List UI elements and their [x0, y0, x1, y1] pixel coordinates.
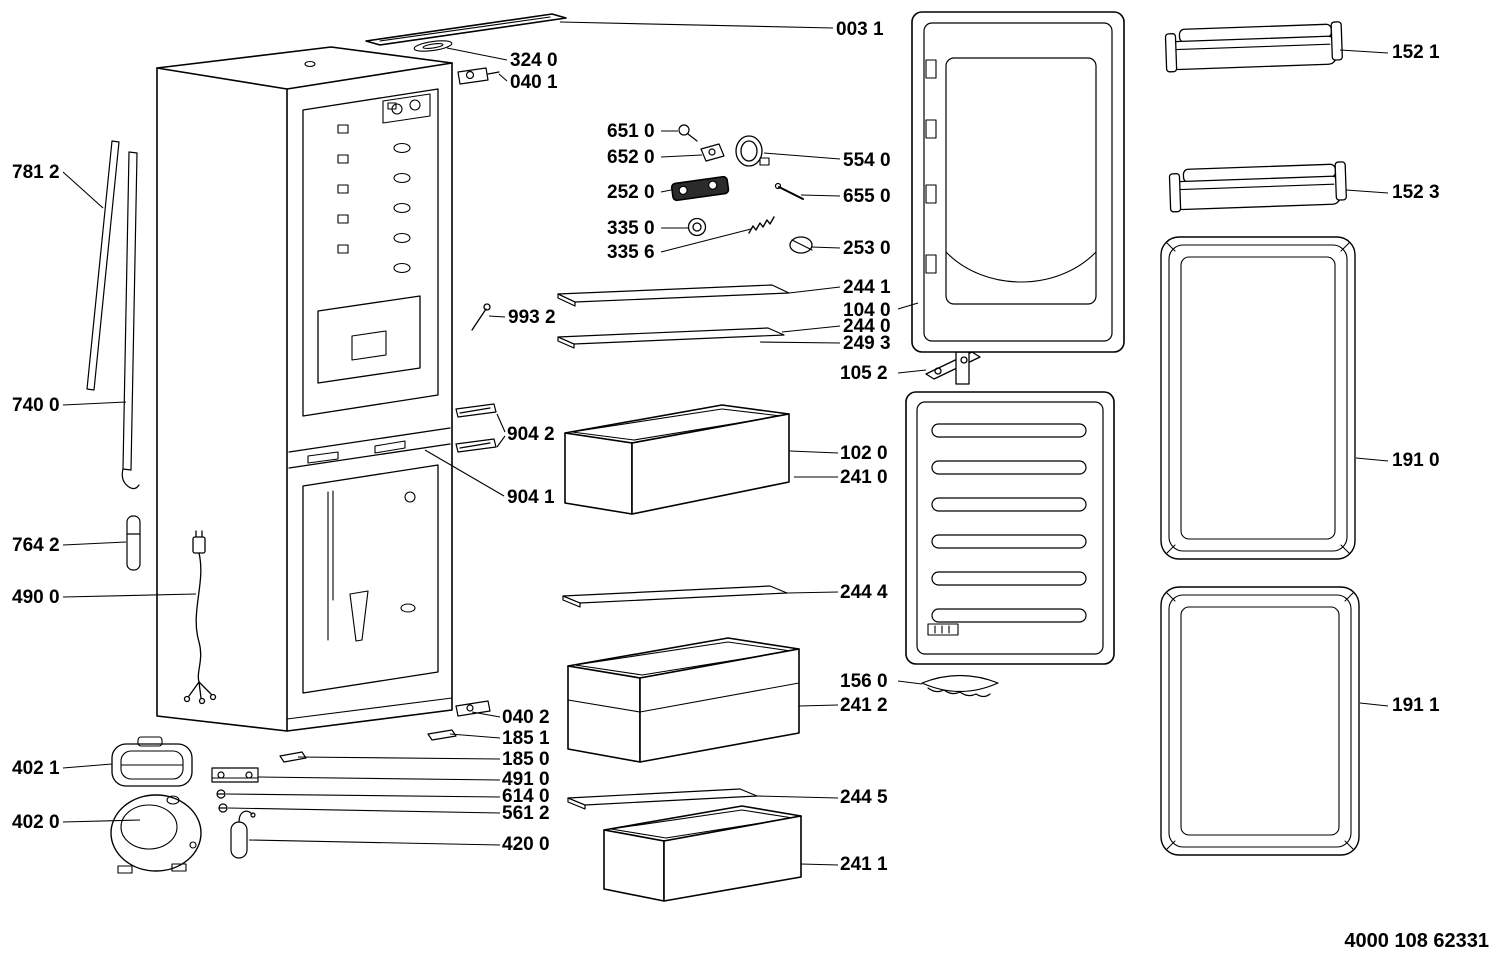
part-label-191-0: 191 0 — [1392, 450, 1440, 471]
part-labels: 003 1 324 0 040 1 651 0 652 0 554 0 252 … — [12, 19, 1440, 875]
part-label-253-0: 253 0 — [843, 238, 891, 259]
rail-bracket-lower-illustration — [455, 438, 497, 453]
part-label-655-0: 655 0 — [843, 186, 891, 207]
glass-shelf-3-illustration — [562, 585, 788, 608]
part-label-040-1: 040 1 — [510, 72, 558, 93]
thermostat-illustration — [670, 175, 730, 202]
part-label-152-1: 152 1 — [1392, 42, 1440, 63]
part-label-105-2: 105 2 — [840, 363, 888, 384]
lamp-bracket-illustration — [700, 143, 725, 162]
condenser-strip-illustration — [121, 151, 140, 490]
document-number: 4000 108 62331 — [1344, 930, 1489, 952]
part-label-651-0: 651 0 — [607, 121, 655, 142]
power-cord-illustration — [183, 530, 217, 705]
capillary-pin-illustration — [774, 182, 804, 200]
screw-1-illustration — [216, 789, 226, 799]
top-trim-illustration — [413, 40, 453, 52]
top-panel-illustration — [365, 13, 567, 46]
part-label-335-6: 335 6 — [607, 242, 655, 263]
screw-2-illustration — [218, 803, 228, 813]
foot-left-illustration — [279, 751, 307, 763]
part-label-244-1: 244 1 — [843, 277, 891, 298]
part-label-904-2: 904 2 — [507, 424, 555, 445]
part-label-614-0: 614 0 — [502, 786, 550, 807]
leader-lines — [62, 21, 1389, 866]
gasket-freezer-illustration — [1160, 586, 1360, 856]
lamp-bulb-illustration — [678, 124, 698, 142]
lamp-cover-illustration — [789, 236, 813, 254]
part-label-104-0: 104 0 — [843, 300, 891, 321]
rail-bracket-upper-illustration — [455, 403, 497, 418]
part-label-402-0: 402 0 — [12, 812, 60, 833]
freezer-door-illustration — [905, 391, 1115, 665]
drip-tray-illustration — [111, 736, 193, 787]
part-label-491-0: 491 0 — [502, 769, 550, 790]
part-label-652-0: 652 0 — [607, 147, 655, 168]
door-bin-2-illustration — [1168, 161, 1347, 213]
cabinet-body-illustration — [156, 46, 453, 732]
freezer-drawer-lower-illustration — [603, 805, 802, 902]
glass-shelf-4-illustration — [567, 788, 758, 810]
fridge-door-illustration — [911, 11, 1125, 353]
part-label-249-3: 249 3 — [843, 333, 891, 354]
bottom-hinge-illustration — [455, 700, 491, 717]
shelf-pin-illustration — [471, 303, 491, 331]
relay-bracket-illustration — [211, 767, 259, 783]
part-label-554-0: 554 0 — [843, 150, 891, 171]
glass-shelf-1-illustration — [557, 284, 790, 307]
freezer-drawer-upper-illustration — [567, 637, 800, 763]
part-label-335-0: 335 0 — [607, 218, 655, 239]
gasket-fridge-illustration — [1160, 236, 1356, 560]
part-label-185-1: 185 1 — [502, 728, 550, 749]
part-label-252-0: 252 0 — [607, 182, 655, 203]
knob-ring-illustration — [735, 135, 770, 167]
middle-hinge-illustration — [925, 351, 981, 385]
part-label-152-3: 152 3 — [1392, 182, 1440, 203]
part-label-241-2: 241 2 — [840, 695, 888, 716]
part-label-904-1: 904 1 — [507, 487, 555, 508]
compressor-illustration — [110, 794, 202, 874]
spring-illustration — [748, 216, 775, 234]
part-label-324-0: 324 0 — [510, 50, 558, 71]
part-label-241-1: 241 1 — [840, 854, 888, 875]
part-label-241-0: 241 0 — [840, 467, 888, 488]
part-label-244-5: 244 5 — [840, 787, 888, 808]
part-label-764-2: 764 2 — [12, 535, 60, 556]
part-label-102-0: 102 0 — [840, 443, 888, 464]
part-label-490-0: 490 0 — [12, 587, 60, 608]
crisper-drawer-illustration — [564, 404, 790, 515]
part-label-420-0: 420 0 — [502, 834, 550, 855]
door-bin-1-illustration — [1164, 21, 1343, 73]
filter-drier-illustration — [126, 515, 141, 571]
part-label-040-2: 040 2 — [502, 707, 550, 728]
part-label-244-0: 244 0 — [843, 316, 891, 337]
part-label-244-4: 244 4 — [840, 582, 888, 603]
top-hinge-illustration — [457, 67, 500, 85]
part-label-191-1: 191 1 — [1392, 695, 1440, 716]
part-label-561-2: 561 2 — [502, 803, 550, 824]
glass-shelf-2-illustration — [557, 327, 785, 349]
part-label-185-0: 185 0 — [502, 749, 550, 770]
part-label-156-0: 156 0 — [840, 671, 888, 692]
flap-illustration — [921, 674, 999, 698]
part-label-003-1: 003 1 — [836, 19, 884, 40]
side-trim-illustration — [86, 140, 120, 391]
foot-right-illustration — [427, 729, 457, 741]
part-label-993-2: 993 2 — [508, 307, 556, 328]
part-label-402-1: 402 1 — [12, 758, 60, 779]
part-label-740-0: 740 0 — [12, 395, 60, 416]
part-label-781-2: 781 2 — [12, 162, 60, 183]
capacitor-illustration — [230, 810, 256, 859]
knob-illustration — [687, 217, 707, 237]
